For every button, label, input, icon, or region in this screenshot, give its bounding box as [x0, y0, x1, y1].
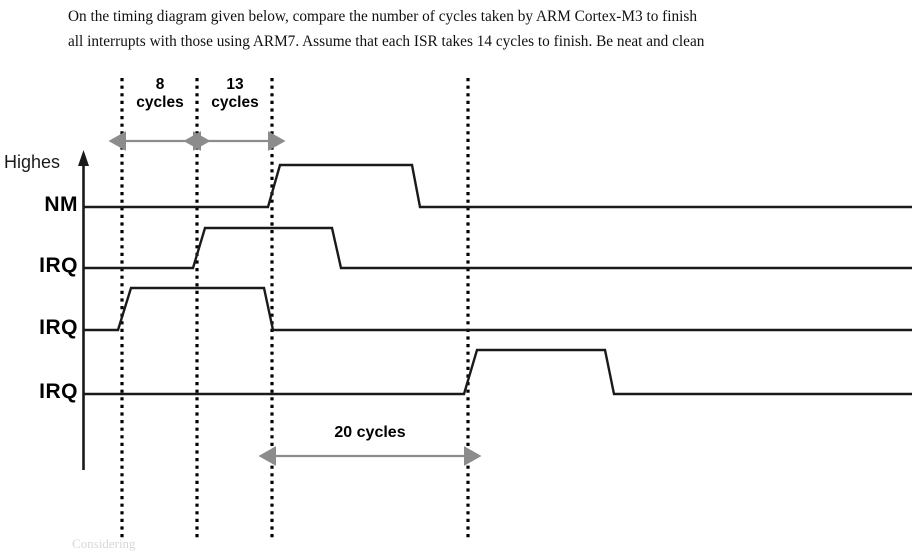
priority-axis: [78, 150, 89, 470]
marker-line-group: [120, 78, 470, 540]
annotation-13-cycles-unit: cycles: [211, 94, 259, 111]
waveform-irq2: [84, 286, 912, 332]
annotation-13-cycles: 13 cycles: [197, 76, 273, 112]
annotation-8-cycles-value: 8: [155, 76, 165, 93]
annotation-20-cycles: 20 cycles: [334, 424, 406, 441]
signal-label-irq2: IRQ: [39, 316, 78, 339]
annotation-13-cycles-value: 13: [226, 76, 244, 93]
waveform-nmi: [84, 163, 912, 209]
annotation-8-cycles: 8 cycles: [122, 76, 198, 112]
waveform-irq3: [84, 348, 912, 396]
signal-label-irq1: IRQ: [39, 254, 78, 277]
axis-highest-label: Highes: [4, 152, 61, 172]
signal-label-irq3: IRQ: [39, 380, 78, 403]
cutoff-text-bottom: Considering: [72, 536, 136, 551]
priority-axis-arrowhead: [78, 150, 89, 166]
question-line-1: On the timing diagram given below, compa…: [68, 8, 698, 25]
waveform-irq1: [84, 226, 912, 270]
question-text: On the timing diagram given below, compa…: [68, 4, 906, 54]
annotation-8-cycles-unit: cycles: [136, 94, 184, 111]
signal-label-nmi: NM: [44, 193, 78, 216]
question-line-2: all interrupts with those using ARM7. As…: [68, 33, 705, 50]
